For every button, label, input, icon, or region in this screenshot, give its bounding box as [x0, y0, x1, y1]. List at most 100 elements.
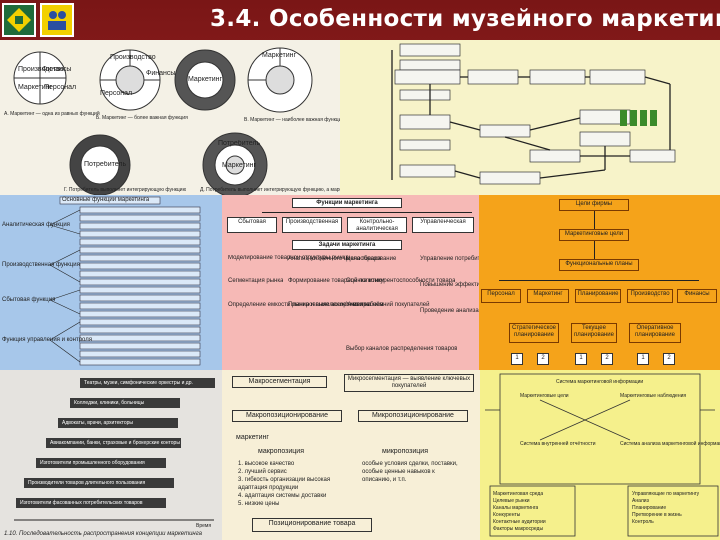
task-text: Проведение анализа — [420, 308, 479, 314]
planning-type: Текущее планирование — [571, 323, 617, 343]
steps-caption: 1.10. Последовательность распространения… — [4, 531, 202, 537]
manager-item: Управляющие по маркетингу — [632, 491, 700, 497]
micro-segmentation: Микросегментация — выявление ключевых по… — [344, 374, 474, 392]
micro-positioning: Микропозиционирование — [358, 410, 468, 422]
task-text: Моделирование товарной структуры рынка — [228, 255, 349, 261]
circle-label: Маркетинг — [18, 84, 53, 91]
step-label: Производители товаров длительного пользо… — [28, 480, 146, 486]
circle-label: Производство — [18, 66, 64, 73]
task-text: Планирование ассортимента — [288, 302, 370, 308]
micro-item: особые ценные навыков к — [362, 469, 435, 475]
caption-a: А. Маркетинг — одна из равных функций — [4, 111, 100, 117]
task-text: Выбор каналов распределения товаров — [346, 346, 458, 352]
function-box: Управленческая — [412, 217, 474, 233]
tree-left-label: Аналитическая функция — [2, 222, 70, 228]
step-label: Адвокаты, врачи, архитекторы — [62, 420, 133, 426]
marketing-role-diagrams: Производство Финансы Маркетинг Персонал … — [0, 40, 340, 195]
planning-hierarchy: Цели фирмы Маркетинговые цели Функционал… — [479, 195, 720, 370]
micro-item: особые условия сделки, поставки, — [362, 461, 458, 467]
macro-item: 3. гибкость организации высокая — [238, 477, 331, 483]
positioning-diagram: Макросегментация Микросегментация — выяв… — [222, 370, 480, 540]
plan-box: Производство — [627, 289, 673, 303]
step-label: Авиакомпании, банки, страховые и брокерс… — [50, 440, 180, 446]
info-box: Маркетинговые наблюдения — [620, 393, 687, 399]
circle-label: Маркетинг — [262, 52, 297, 59]
circle-label: Производство — [110, 54, 156, 61]
circle-label: Финансы — [146, 70, 176, 77]
planning-type: Стратегическое планирование — [509, 323, 559, 343]
macro-item: 4. адаптация системы доставки — [238, 493, 327, 499]
info-box: Система внутренней отчётности — [520, 441, 596, 447]
circle-label: Потребитель — [218, 140, 261, 147]
macro-segmentation: Макросегментация — [232, 376, 327, 388]
env-item: Факторы макросреды — [493, 526, 544, 532]
function-box: Сбытовая — [227, 217, 277, 233]
task-text: Анализ жизненного цикла товара — [288, 256, 381, 262]
functional-plans: Функциональные планы — [559, 259, 639, 271]
circle-label: Маркетинг — [188, 76, 223, 83]
plan-box: Планирование — [575, 289, 621, 303]
circle-label: Маркетинг — [222, 162, 257, 169]
tree-top-label: Основные функции маркетинга — [62, 197, 150, 203]
info-system-title: Система маркетинговой информации — [556, 379, 644, 385]
info-box: Система анализа маркетинговой информации — [620, 441, 720, 447]
circle-label: Персонал — [44, 84, 77, 91]
caption-c: В. Маркетинг — наиболее важная функция — [244, 117, 340, 123]
caption-d: Г. Потребитель выполняет интегрирующую ф… — [64, 187, 187, 193]
step-label: Изготовители фасованных потребительских … — [20, 500, 143, 506]
circle-label: Финансы — [42, 66, 72, 73]
caption-b: Б. Маркетинг — более важная функция — [96, 115, 188, 121]
env-item: Конкуренты — [493, 512, 521, 518]
macro-item: адаптация продукции — [238, 485, 299, 491]
step-label: Изготовители промышленного оборудования — [40, 460, 145, 466]
task-text: Управление потребительским спросом — [420, 256, 479, 262]
emblem-green-icon — [2, 3, 36, 37]
plan-number: 1 — [511, 353, 523, 365]
manager-item: Анализ — [632, 498, 649, 504]
slide-title: 3.4. Особенности музейного маркетинга — [210, 6, 720, 32]
tree-left-label: Производственная функция — [2, 262, 80, 268]
circle-label: Потребитель — [84, 161, 127, 168]
micro-position-head: микропозиция — [382, 448, 429, 455]
plan-box: Персонал — [481, 289, 521, 303]
manager-item: Претворение в жизнь — [632, 512, 682, 518]
env-item: Контактные аудитории — [493, 519, 546, 525]
macro-item: 2. лучший сервис — [238, 469, 287, 475]
function-box: Производственная — [282, 217, 342, 233]
plan-number: 2 — [663, 353, 675, 365]
functions-tasks-diagram: Функции маркетинга Сбытовая Производстве… — [222, 195, 479, 370]
tree-left-label: Функция управления и контроля — [2, 337, 92, 343]
step-label: Театры, музеи, симфонические оркестры и … — [84, 380, 193, 386]
product-positioning: Позиционирование товара — [252, 518, 372, 532]
manager-item: Контроль — [632, 519, 654, 525]
plan-number: 1 — [575, 353, 587, 365]
emblem-yellow-icon — [40, 3, 74, 37]
task-text: Учет требований покупателей — [346, 302, 430, 308]
env-item: Каналы маркетинга — [493, 505, 539, 511]
task-text: Определение емкости рынка и выявление ни… — [228, 302, 384, 308]
flowchart-diagram — [340, 40, 720, 195]
function-box: Контрольно-аналитическая — [347, 217, 407, 233]
tasks-header: Задачи маркетинга — [292, 240, 402, 250]
plan-number: 2 — [601, 353, 613, 365]
marketing-info-system: Система маркетинговой информации Маркети… — [480, 370, 720, 540]
plan-box: Маркетинг — [527, 289, 569, 303]
plan-box: Финансы — [677, 289, 717, 303]
plan-number: 2 — [537, 353, 549, 365]
functions-header: Функции маркетинга — [292, 198, 402, 208]
marketing-spread-steps: Театры, музеи, симфонические оркестры и … — [0, 370, 222, 540]
caption-e: Д. Потребитель выполняет интегрирующую ф… — [200, 187, 340, 193]
task-text: Сегментация рынка — [228, 278, 284, 284]
slide-header: 3.4. Особенности музейного маркетинга — [0, 0, 720, 40]
task-text: Формирование товарной политики — [288, 278, 385, 284]
task-text: Повышение эффективности рекламы — [420, 282, 479, 288]
plan-number: 1 — [637, 353, 649, 365]
planning-type: Оперативное планирование — [629, 323, 681, 343]
time-label: Время — [196, 523, 212, 529]
marketing-functions-tree: Основные функции маркетинга Аналитическа… — [0, 195, 222, 370]
micro-item: описанию, и т.п. — [362, 477, 407, 483]
task-text: Оценка конкурентоспособности товара — [346, 278, 456, 284]
marketing-label: маркетинг — [236, 434, 269, 441]
circle-label: Персонал — [100, 90, 133, 97]
